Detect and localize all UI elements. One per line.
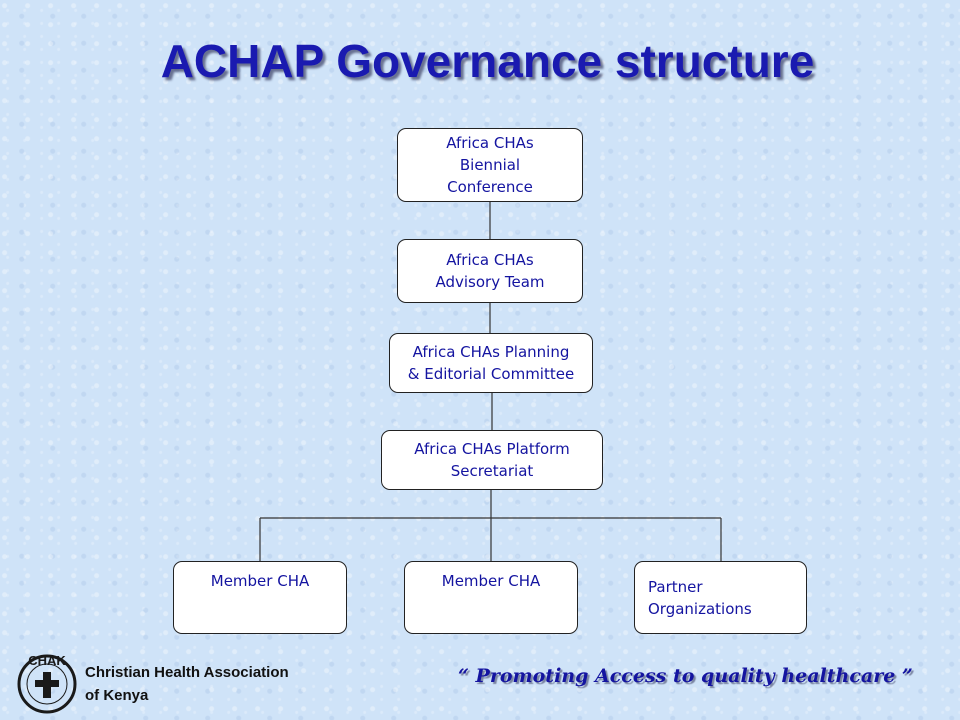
node-member-cha-2: Member CHA xyxy=(404,561,578,634)
slide-title: ACHAP Governance structure xyxy=(160,35,815,87)
footer-organization: Christian Health Association of Kenya xyxy=(85,664,289,704)
node-biennial-conference: Africa CHAs Biennial Conference xyxy=(397,128,583,202)
node-platform-secretariat: Africa CHAs Platform Secretariat xyxy=(381,430,603,490)
chak-logo: CHAK xyxy=(17,653,77,714)
node-planning-editorial-committee: Africa CHAs Planning & Editorial Committ… xyxy=(389,333,593,393)
chak-logo-text: CHAK xyxy=(28,653,66,668)
node-member-cha-1: Member CHA xyxy=(173,561,347,634)
footer-tagline: “ Promoting Access to quality healthcare… xyxy=(458,665,913,687)
node-advisory-team: Africa CHAs Advisory Team xyxy=(397,239,583,303)
node-partner-organizations: Partner Organizations xyxy=(634,561,807,634)
